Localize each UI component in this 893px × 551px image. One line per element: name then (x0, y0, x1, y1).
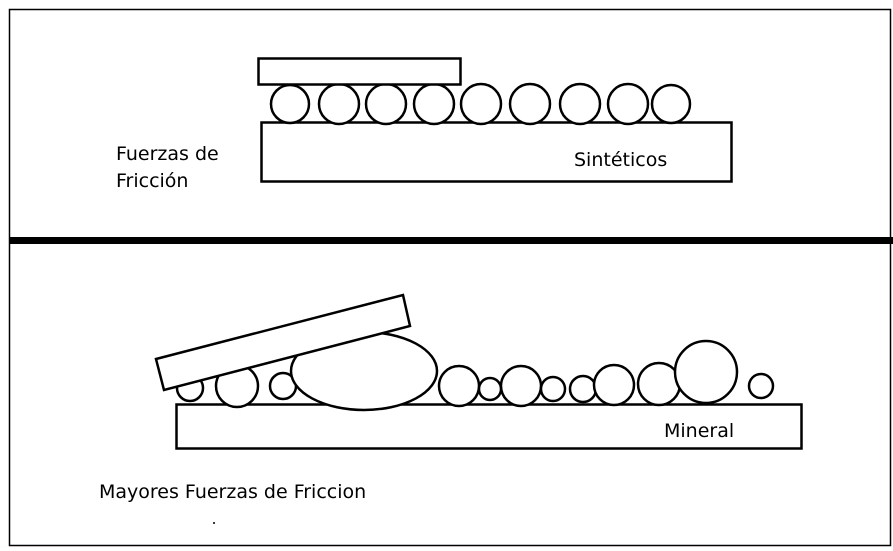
mineral-molecule (539, 375, 567, 403)
synthetic-label: Sintéticos (574, 149, 668, 171)
friction-label-line1: Fuerzas de (116, 143, 219, 165)
mineral-molecule (477, 376, 503, 402)
mineral-molecule (673, 339, 739, 405)
higher-friction-label: Mayores Fuerzas de Friccion (99, 481, 367, 503)
synthetic-molecule (650, 83, 692, 125)
speck-dot (213, 522, 215, 524)
mineral-section (154, 293, 803, 450)
mineral-label: Mineral (664, 420, 735, 442)
mineral-molecule (499, 364, 543, 408)
synthetic-section (257, 57, 733, 183)
friction-label-line2: Fricción (116, 170, 189, 192)
synthetic-molecules (269, 82, 692, 126)
synthetic-base-plate (260, 121, 733, 183)
mineral-base-plate (175, 403, 803, 450)
synthetic-molecule (317, 82, 361, 126)
mineral-molecule (568, 374, 598, 404)
section-divider (9, 237, 893, 244)
mineral-molecule (592, 363, 636, 407)
mineral-molecule (747, 372, 775, 400)
mineral-tilted-plate (154, 293, 412, 392)
outer-frame (8, 8, 892, 547)
synthetic-molecule (269, 83, 311, 125)
synthetic-molecule (364, 82, 408, 126)
synthetic-molecule (606, 82, 650, 126)
synthetic-molecule (558, 82, 602, 126)
synthetic-molecule (412, 82, 456, 126)
synthetic-top-plate (257, 57, 462, 86)
synthetic-molecule (459, 82, 503, 126)
mineral-molecule (437, 364, 481, 408)
mineral-molecule (636, 361, 682, 407)
synthetic-molecule (508, 82, 552, 126)
